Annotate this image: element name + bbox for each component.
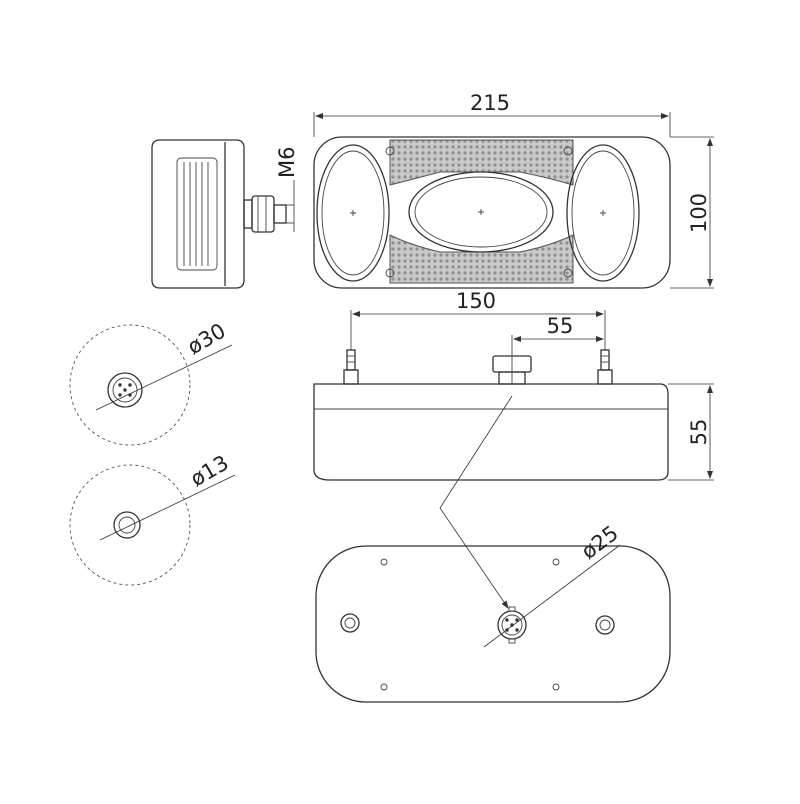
back-view: ø25 xyxy=(315,395,671,703)
back-mounting-holes xyxy=(380,558,560,691)
reflector-screws xyxy=(385,146,573,278)
connector-leader xyxy=(439,395,513,609)
lamp-left xyxy=(316,144,390,282)
detail1-connector-outer xyxy=(107,372,143,408)
side-stud xyxy=(243,195,294,233)
reflector-bottom xyxy=(389,234,574,284)
detail2-diameter-label: ø13 xyxy=(186,451,232,492)
depth-label: 55 xyxy=(687,419,711,446)
front-housing-outline xyxy=(313,136,671,289)
height-label: 100 xyxy=(687,193,711,233)
lamp-center-inner xyxy=(414,176,548,248)
connector-diameter-line xyxy=(483,544,621,648)
width-label: 215 xyxy=(470,91,510,115)
lamp-right-inner xyxy=(571,150,635,276)
back-housing-outline xyxy=(315,545,671,703)
gland-hole-detail: ø13 xyxy=(69,451,236,586)
connector-hole-detail: ø30 xyxy=(69,319,233,446)
side-lens xyxy=(176,157,218,271)
back-stud-right xyxy=(595,615,615,635)
detail2-gland-outer xyxy=(113,511,141,539)
detail2-diameter-line xyxy=(99,474,236,541)
top-view: 150 55 55 xyxy=(313,289,714,481)
detail2-dashed-boundary xyxy=(69,464,191,586)
stud-spacing-label: 150 xyxy=(456,289,496,313)
side-lens-ribs xyxy=(183,162,209,266)
m6-label: M6 xyxy=(275,147,299,178)
detail1-diameter-label: ø30 xyxy=(183,319,229,360)
side-body-outline xyxy=(151,139,245,289)
front-view: 215 100 xyxy=(313,91,714,289)
detail1-dashed-boundary xyxy=(69,324,191,446)
top-stud-right xyxy=(597,349,613,385)
lamp-center-marks xyxy=(350,209,606,216)
detail1-diameter-line xyxy=(95,344,233,411)
side-view: M6 xyxy=(151,139,299,289)
connector-offset-label: 55 xyxy=(547,314,574,338)
lamp-left-inner xyxy=(321,150,385,276)
lamp-center xyxy=(408,171,554,253)
top-connector xyxy=(492,355,532,385)
reflector-top xyxy=(389,139,574,186)
top-stud-left xyxy=(343,349,359,385)
connector-diameter-label: ø25 xyxy=(577,521,623,564)
back-stud-left xyxy=(340,613,360,633)
back-connector xyxy=(497,606,527,644)
lamp-right xyxy=(566,144,640,282)
top-body-outline xyxy=(313,383,669,481)
